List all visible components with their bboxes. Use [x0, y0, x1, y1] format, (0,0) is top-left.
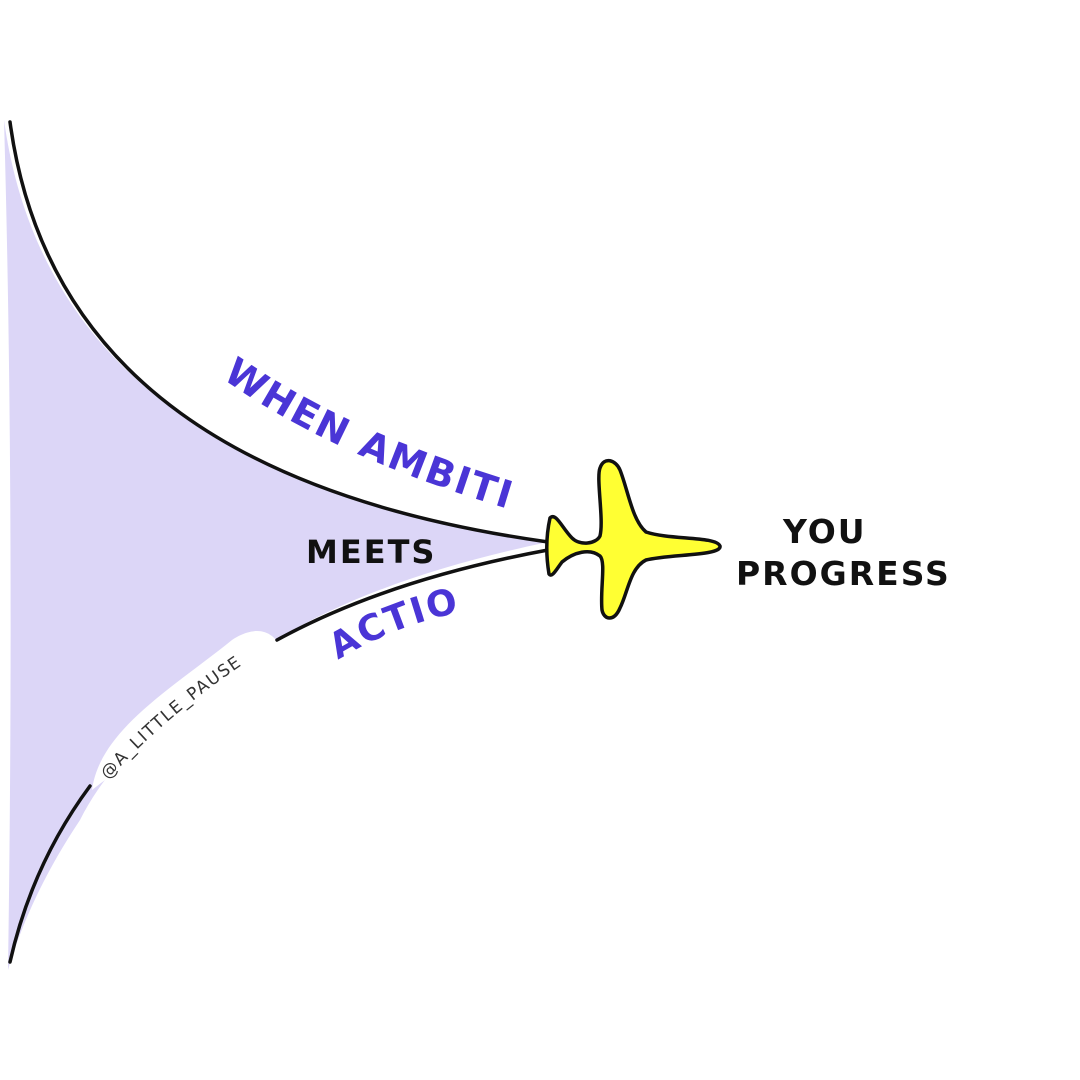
top-curve — [8, 120, 550, 544]
bottom-curve-lower — [8, 784, 92, 964]
result-label-line2: PROGRESS — [736, 554, 951, 593]
funnel-fill — [4, 120, 548, 970]
credit-ribbon — [92, 631, 276, 790]
result-label-line1: YOU — [782, 512, 867, 551]
airplane-icon — [545, 458, 722, 620]
middle-label: MEETS — [306, 533, 436, 571]
bottom-curve-upper — [275, 548, 550, 642]
